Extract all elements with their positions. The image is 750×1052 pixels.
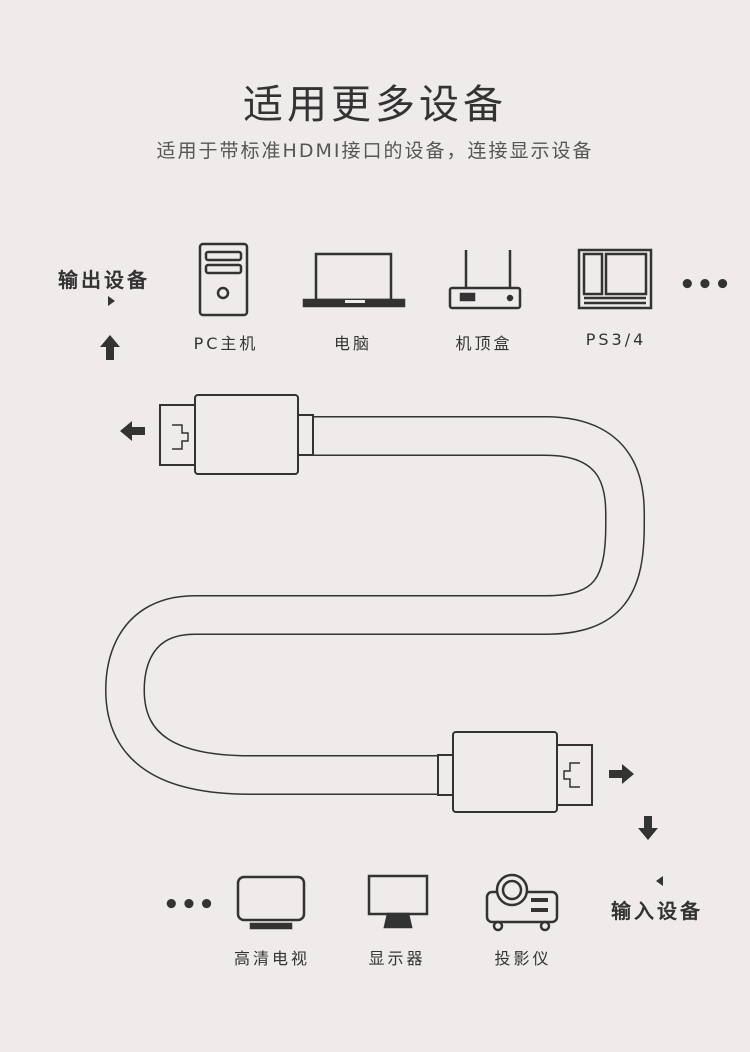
arrow-left-icon xyxy=(120,421,145,441)
arrow-down-icon xyxy=(638,816,658,840)
triangle-left-icon xyxy=(656,876,663,886)
input-devices-label: 输入设备 xyxy=(611,899,703,923)
hdmi-connector-top xyxy=(159,394,314,475)
pc-tower-icon xyxy=(198,242,249,317)
more-input-devices: ••• xyxy=(163,890,216,920)
set-top-box-icon xyxy=(448,250,522,310)
monitor-icon xyxy=(367,874,429,929)
game-console-icon xyxy=(577,248,653,310)
device-label-set-top-box: 机顶盒 xyxy=(455,334,513,353)
device-label-pc: PC主机 xyxy=(193,334,259,353)
hdmi-cable xyxy=(104,416,646,795)
tv-icon xyxy=(236,875,306,930)
hdmi-connector-bottom xyxy=(437,731,593,813)
device-label-monitor: 显示器 xyxy=(368,949,426,968)
device-label-laptop: 电脑 xyxy=(333,334,372,353)
page-subtitle: 适用于带标准HDMI接口的设备，连接显示设备 xyxy=(156,140,594,162)
output-devices-label: 输出设备 xyxy=(58,268,150,292)
device-label-tv: 高清电视 xyxy=(233,949,310,968)
arrow-right-icon xyxy=(609,764,634,784)
device-label-projector: 投影仪 xyxy=(494,949,552,968)
device-label-ps: PS3/4 xyxy=(585,330,647,349)
more-output-devices: ••• xyxy=(679,270,732,300)
arrow-up-icon xyxy=(100,335,120,360)
laptop-icon xyxy=(302,252,406,308)
projector-icon xyxy=(485,873,559,932)
page-title: 适用更多设备 xyxy=(243,82,507,128)
triangle-right-icon xyxy=(108,296,115,306)
